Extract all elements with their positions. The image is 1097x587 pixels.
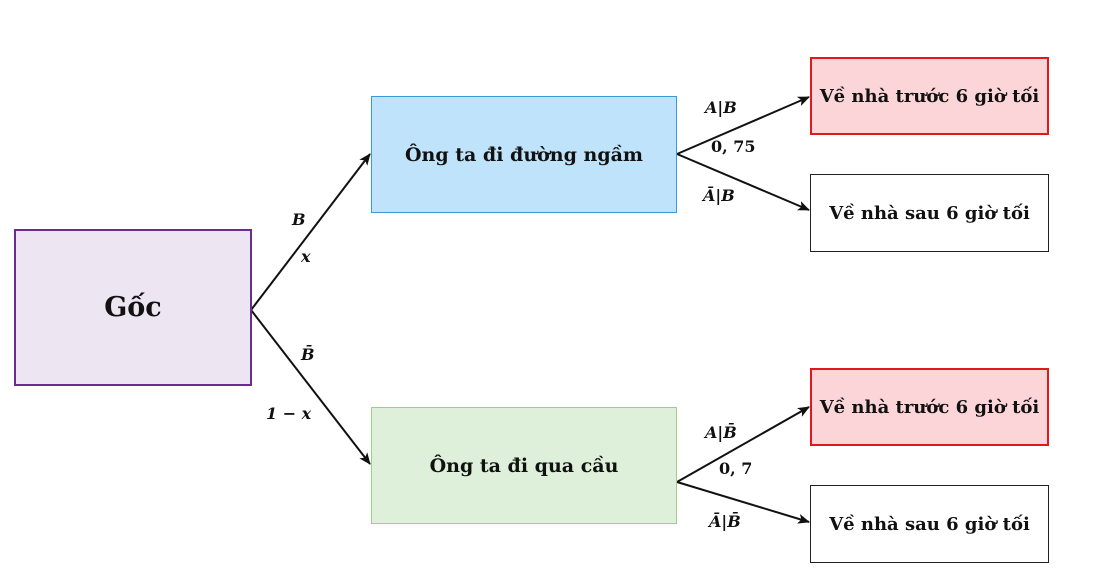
edge-label-b-bar: B̄ (301, 345, 315, 364)
edge-label-a-given-b-bar: A|B̄ (705, 423, 737, 442)
edge-label-a-bar-given-b: Ā|B (703, 186, 735, 205)
edge-label-b: B (292, 210, 306, 229)
edge-bridge-to-after (676, 481, 810, 524)
edge-label-0-75: 0, 75 (711, 137, 756, 156)
bridge-after-6pm-node: Về nhà sau 6 giờ tối (810, 485, 1049, 563)
underground-before-6pm-node: Về nhà trước 6 giờ tối (810, 57, 1049, 135)
bridge-before-6pm-node: Về nhà trước 6 giờ tối (810, 368, 1049, 446)
edge-root-to-underground (250, 153, 371, 311)
edge-underground-to-after (676, 153, 810, 211)
root-node: Gốc (14, 229, 252, 386)
edge-label-x: x (301, 247, 311, 266)
edge-bridge-to-before (676, 406, 810, 483)
edge-label-a-given-b: A|B (705, 98, 737, 117)
edge-label-0-7: 0, 7 (719, 459, 753, 478)
edge-label-a-bar-given-b-bar: Ā|B̄ (709, 512, 741, 531)
edge-root-to-bridge (250, 309, 371, 465)
underground-node: Ông ta đi đường ngầm (371, 96, 677, 213)
bridge-node: Ông ta đi qua cầu (371, 407, 677, 524)
edge-label-one-minus-x: 1 − x (266, 404, 312, 423)
underground-after-6pm-node: Về nhà sau 6 giờ tối (810, 174, 1049, 252)
edge-underground-to-before (676, 96, 810, 155)
